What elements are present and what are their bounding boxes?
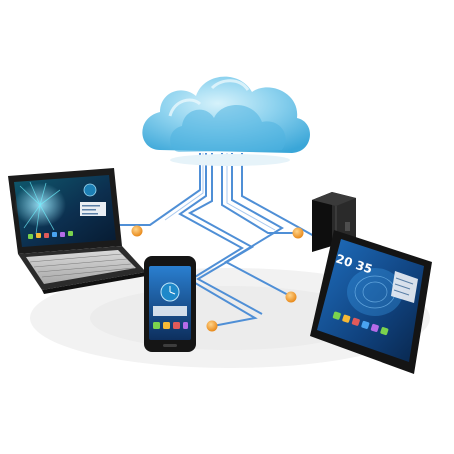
cable-connector-icon (131, 225, 304, 332)
cable-network-light (164, 153, 276, 231)
smartphone-icon (144, 256, 196, 352)
tablet-icon: 20 35 (310, 230, 432, 374)
laptop-icon (8, 168, 146, 294)
cable-network (110, 153, 315, 327)
cloud-icon (142, 76, 310, 166)
